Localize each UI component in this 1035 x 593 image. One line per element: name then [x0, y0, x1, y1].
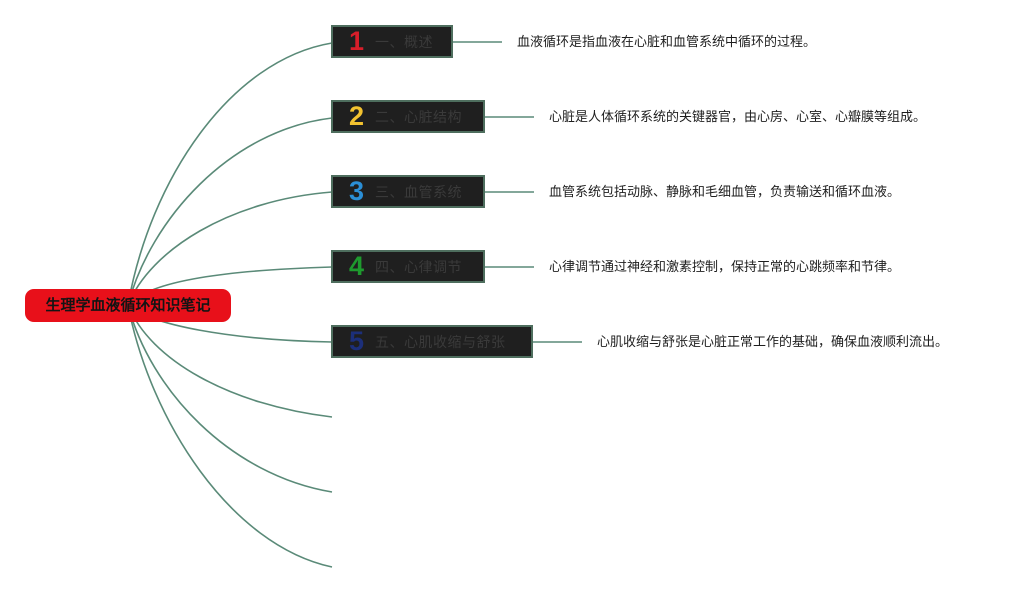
topic-node-5[interactable]: 5 五、心肌收缩与舒张 — [331, 325, 533, 358]
topic-number-3: 3 — [349, 176, 365, 206]
topic-number-1: 1 — [349, 26, 365, 56]
topic-node-1[interactable]: 1 一、概述 — [331, 25, 453, 58]
topic-label-4: 四、心律调节 — [375, 259, 462, 276]
topic-description-2[interactable]: 心脏是人体循环系统的关键器官，由心房、心室、心瓣膜等组成。 — [549, 110, 927, 125]
topic-label-3: 三、血管系统 — [375, 184, 462, 201]
branch-line-7 — [127, 304, 333, 493]
topic-number-4: 4 — [349, 251, 365, 281]
topic-number-5: 5 — [349, 326, 365, 356]
topic-description-1[interactable]: 血液循环是指血液在心脏和血管系统中循环的过程。 — [517, 35, 817, 50]
topic-label-2: 二、心脏结构 — [375, 109, 462, 126]
topic-label-1: 一、概述 — [375, 34, 433, 51]
topic-number-2: 2 — [349, 101, 365, 131]
topic-node-2[interactable]: 2 二、心脏结构 — [331, 100, 485, 133]
topic-description-5[interactable]: 心肌收缩与舒张是心脏正常工作的基础，确保血液顺利流出。 — [597, 335, 949, 350]
topic-node-4[interactable]: 4 四、心律调节 — [331, 250, 485, 283]
root-node[interactable]: 生理学血液循环知识笔记 — [25, 289, 231, 322]
branch-line-1 — [127, 42, 333, 306]
topic-description-3[interactable]: 血管系统包括动脉、静脉和毛细血管，负责输送和循环血液。 — [549, 185, 901, 200]
branch-line-8 — [127, 304, 333, 568]
topic-node-3[interactable]: 3 三、血管系统 — [331, 175, 485, 208]
branch-line-3 — [127, 191, 333, 306]
topic-description-4[interactable]: 心律调节通过神经和激素控制，保持正常的心跳频率和节律。 — [549, 260, 901, 275]
branch-line-6 — [127, 304, 333, 418]
topic-label-5: 五、心肌收缩与舒张 — [375, 334, 506, 351]
branch-line-2 — [127, 117, 333, 306]
